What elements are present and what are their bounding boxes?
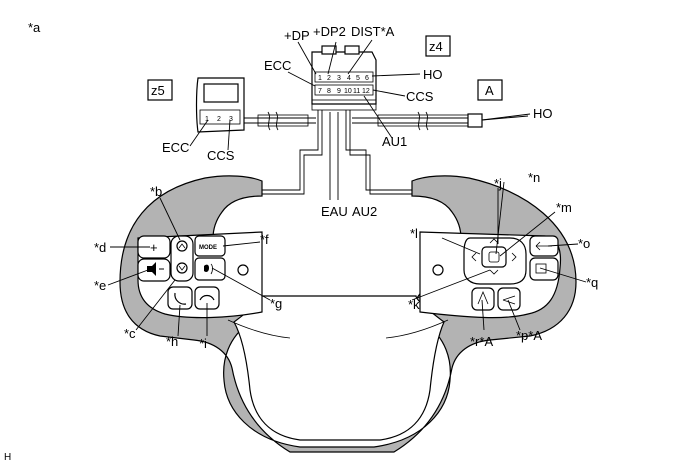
z4-box (425, 35, 451, 57)
connector-z5: 1 2 3 (195, 77, 245, 133)
pin-label: 7 (318, 88, 322, 95)
label-o: *o (578, 236, 590, 251)
footer-code: H (4, 452, 11, 463)
label-eau: EAU (321, 204, 348, 219)
pin-label: 3 (229, 116, 233, 123)
seek-down-icon (176, 262, 188, 274)
label-n: *n (528, 170, 540, 185)
label-a: *a (28, 20, 41, 35)
label-ecc-z5: ECC (162, 140, 189, 155)
display-icon (535, 263, 547, 274)
label-ecc-z4: ECC (264, 58, 291, 73)
label-e: *e (94, 278, 106, 293)
distance-button[interactable] (497, 287, 521, 311)
pin-label: 1 (318, 75, 322, 82)
mode-label: MODE (199, 245, 217, 251)
left-arrow-icon (471, 252, 477, 262)
label-c: *c (124, 326, 136, 341)
pin-label: 10 (344, 88, 352, 95)
pin-label: 12 (362, 88, 370, 95)
connector-z4: 1 2 3 4 5 6 7 8 9 10 11 12 (311, 45, 377, 111)
hang-up-icon (199, 294, 215, 301)
label-au1: AU1 (382, 134, 407, 149)
z5-box (147, 79, 173, 101)
seek-rocker-button[interactable] (170, 235, 194, 282)
pin-label: 2 (217, 116, 221, 123)
lane-icon (477, 290, 489, 305)
pin-label: 2 (327, 75, 331, 82)
right-arrow-icon (511, 252, 517, 262)
label-f: *f (260, 232, 269, 247)
down-arrow-icon (489, 269, 499, 275)
a-box (477, 79, 503, 101)
label-h: *h (166, 334, 178, 349)
label-q: *q (586, 275, 598, 290)
label-m: *m (556, 200, 572, 215)
label-ccs-z5: CCS (207, 148, 235, 163)
z5-box-label: z5 (151, 83, 165, 98)
label-ho-z4: HO (423, 67, 443, 82)
label-dist-a: DIST*A (351, 24, 395, 39)
pin-label: 6 (365, 75, 369, 82)
label-j: *j (494, 176, 502, 191)
label-plus-dp: +DP (284, 28, 310, 43)
speaker-icon (147, 262, 156, 276)
phone-icon (174, 292, 187, 305)
label-l: *l (410, 226, 418, 241)
label-b: *b (150, 184, 162, 199)
a-box-label: A (485, 83, 494, 98)
pin-label: 3 (337, 75, 341, 82)
pin-row-top (314, 71, 374, 83)
label-k: *k (408, 297, 420, 312)
label-p: *p*A (516, 328, 542, 343)
pin-label: 5 (356, 75, 360, 82)
pin-label: 1 (205, 116, 209, 123)
pin-label: 4 (347, 75, 351, 82)
label-ccs-z4: CCS (406, 89, 434, 104)
wire-harness (240, 110, 529, 200)
plus-symbol: + (150, 240, 158, 255)
up-arrow-icon (489, 238, 499, 244)
leader-lines (107, 39, 587, 337)
label-ho-right: HO (533, 106, 553, 121)
z4-box-label: z4 (429, 39, 443, 54)
label-r: *r*A (470, 334, 493, 349)
pin-label: 8 (327, 88, 331, 95)
label-i: *i (199, 336, 207, 351)
pin-label: 9 (337, 88, 341, 95)
voice-icon (204, 264, 209, 272)
label-plus-dp2: +DP2 (313, 24, 346, 39)
voice-button[interactable] (194, 257, 226, 281)
right-switch-assembly (419, 231, 562, 319)
connector-a-plug (467, 113, 483, 128)
left-switch-assembly: + MODE (137, 231, 263, 319)
label-au2: AU2 (352, 204, 377, 219)
label-g: *g (270, 296, 282, 311)
seek-up-icon (176, 240, 188, 252)
enter-button[interactable] (481, 246, 507, 268)
label-d: *d (94, 240, 106, 255)
pin-label: 11 (353, 88, 360, 95)
